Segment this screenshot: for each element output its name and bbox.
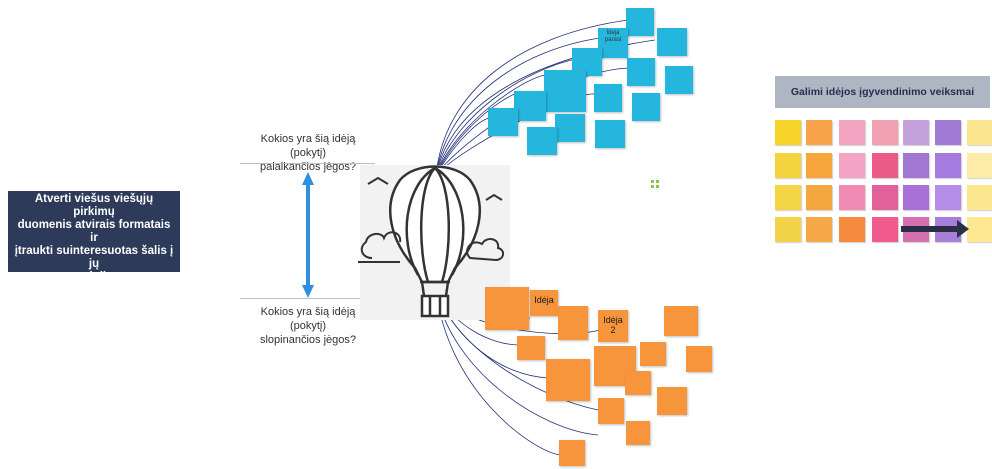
divider <box>240 163 375 164</box>
sticky-note[interactable] <box>640 342 666 366</box>
sticky-note[interactable] <box>559 440 585 466</box>
panel-sticky-note[interactable] <box>775 120 801 145</box>
panel-sticky-note[interactable] <box>806 185 832 210</box>
sticky-note[interactable]: Idėja <box>530 290 558 316</box>
sticky-note[interactable] <box>657 28 687 56</box>
sticky-note[interactable] <box>527 127 557 155</box>
double-arrow-icon <box>302 172 314 298</box>
panel-sticky-note[interactable] <box>872 153 898 178</box>
topic-line: įtraukti suinteresuotas šalis į jų <box>14 244 174 270</box>
panel-sticky-note[interactable] <box>806 120 832 145</box>
sticky-note[interactable] <box>558 306 588 340</box>
sticky-note[interactable] <box>594 84 622 112</box>
topic-line: 2 tema. <box>74 179 114 192</box>
divider <box>240 298 375 299</box>
sticky-note[interactable] <box>686 346 712 372</box>
panel-sticky-note[interactable] <box>903 120 929 145</box>
connector-bar <box>901 226 961 232</box>
sticky-note[interactable] <box>627 58 655 86</box>
panel-sticky-note[interactable] <box>775 153 801 178</box>
topic-card[interactable]: 2 tema. Atverti viešus viešųjų pirkimų d… <box>8 180 180 283</box>
sticky-note[interactable] <box>595 120 625 148</box>
supporting-forces-question[interactable]: Kokios yra šią idėją (pokytį) palaikanči… <box>259 133 356 173</box>
panel-sticky-note[interactable] <box>967 217 992 242</box>
topic-line: naudojimą <box>65 270 123 283</box>
restraining-forces-question[interactable]: Kokios yra šią idėją (pokytį) slopinanči… <box>259 306 356 346</box>
panel-sticky-note[interactable] <box>839 185 865 210</box>
sticky-note[interactable] <box>514 91 546 121</box>
panel-title: Galimi idėjos įgyvendinimo veiksmai <box>775 76 990 108</box>
panel-sticky-note[interactable] <box>806 153 832 178</box>
panel-sticky-note[interactable] <box>839 120 865 145</box>
panel-sticky-note[interactable] <box>872 185 898 210</box>
panel-sticky-note[interactable] <box>839 153 865 178</box>
sticky-note[interactable] <box>544 70 586 112</box>
sticky-note[interactable] <box>626 421 650 445</box>
sticky-note[interactable]: Idėja 2 <box>598 310 628 342</box>
panel-sticky-note[interactable] <box>935 185 961 210</box>
panel-sticky-note[interactable] <box>806 217 832 242</box>
sticky-note[interactable] <box>555 114 585 142</box>
sticky-note[interactable] <box>546 359 590 401</box>
sticky-note[interactable] <box>665 66 693 94</box>
sticky-note[interactable] <box>517 336 545 360</box>
connector-lines-up <box>435 19 656 176</box>
sticky-note[interactable] <box>657 387 687 415</box>
sticky-note[interactable] <box>488 108 518 136</box>
topic-line: Atverti viešus viešųjų pirkimų <box>34 192 154 218</box>
sticky-note[interactable] <box>485 287 529 330</box>
panel-sticky-note[interactable] <box>872 120 898 145</box>
panel-sticky-note[interactable] <box>935 153 961 178</box>
panel-sticky-note[interactable] <box>872 217 898 242</box>
sticky-note[interactable] <box>664 306 698 336</box>
grip-marks-icon <box>651 180 659 188</box>
panel-sticky-note[interactable] <box>967 153 992 178</box>
panel-sticky-note[interactable] <box>967 120 992 145</box>
actions-panel[interactable]: Galimi idėjos įgyvendinimo veiksmai <box>775 76 992 246</box>
panel-sticky-note[interactable] <box>903 153 929 178</box>
panel-sticky-note[interactable] <box>967 185 992 210</box>
arrow-head-icon <box>957 220 969 238</box>
sticky-note[interactable] <box>598 398 624 424</box>
panel-sticky-note[interactable] <box>775 217 801 242</box>
sticky-note[interactable] <box>632 93 660 121</box>
sticky-note[interactable] <box>625 371 651 395</box>
panel-sticky-note[interactable] <box>935 120 961 145</box>
topic-line: duomenis atvirais formatais ir <box>17 218 171 244</box>
panel-sticky-note[interactable] <box>775 185 801 210</box>
panel-sticky-note[interactable] <box>903 185 929 210</box>
panel-sticky-note[interactable] <box>839 217 865 242</box>
sticky-note[interactable]: Ideja parasi <box>598 28 628 58</box>
sticky-note[interactable] <box>626 8 654 36</box>
